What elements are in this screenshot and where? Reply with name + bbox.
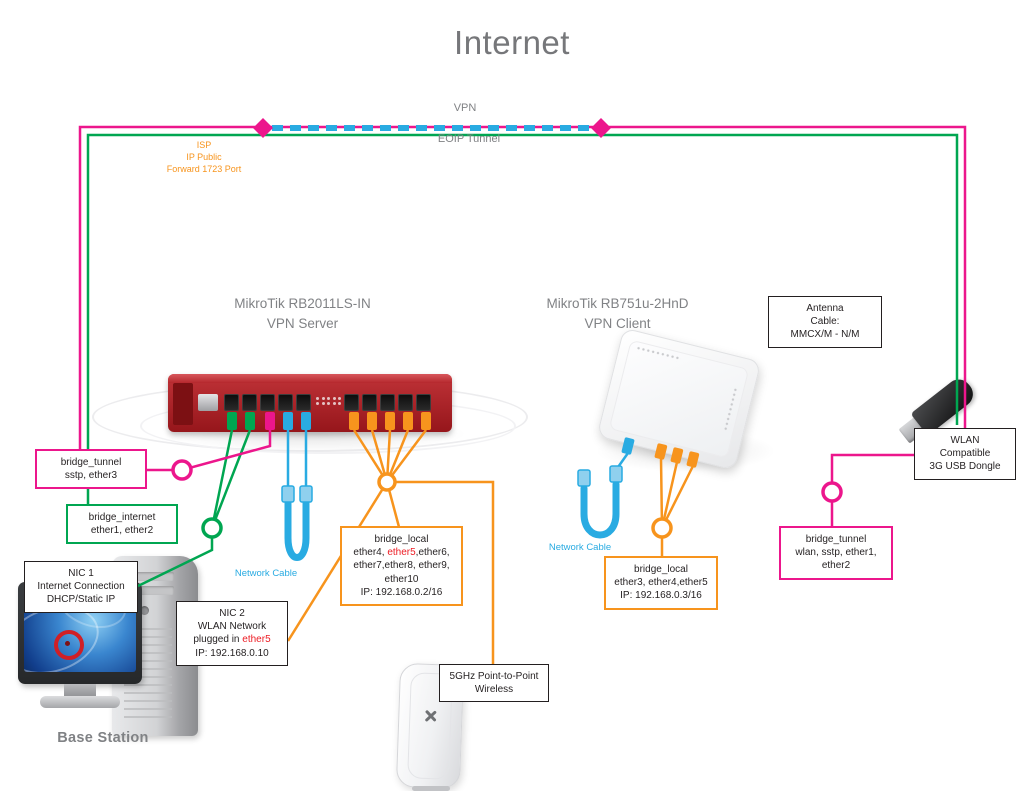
drive-bay <box>122 586 174 595</box>
ethernet-port <box>278 394 293 411</box>
pc-monitor <box>18 582 142 718</box>
ethernet-port <box>242 394 257 411</box>
ethernet-port <box>224 394 239 411</box>
monitor-neck <box>64 684 96 698</box>
client-role: VPN Client <box>584 315 651 331</box>
diagram-title: Internet <box>454 24 570 61</box>
server-model: MikroTik RB2011LS-IN <box>234 296 371 311</box>
vpn-label: VPN <box>453 102 477 114</box>
callout-line: DHCP/Static IP <box>46 594 116 606</box>
isp-line: ISP <box>196 140 212 150</box>
callout-bridge-internet: bridge_internet ether1, ether2 <box>66 504 178 545</box>
connector-node <box>651 517 673 539</box>
callout-line: ether2 <box>821 560 851 572</box>
callout-line: wlan, sstp, ether1, <box>795 547 877 559</box>
monitor-frame <box>18 582 142 684</box>
sfp-port <box>198 394 218 411</box>
callout-line: ether4, ether5,ether6, <box>353 547 450 559</box>
connector-node <box>821 481 843 503</box>
callout-antenna-cable: Antenna Cable: MMCX/M - N/M <box>768 296 882 348</box>
isp-line: Forward 1723 Port <box>166 164 242 175</box>
power-button-graphic <box>140 606 149 615</box>
highlighted-port: ether5 <box>387 547 416 559</box>
callout-line: plugged in ether5 <box>193 634 271 646</box>
callout-line: bridge_local <box>374 534 429 545</box>
callout-line: Cable: <box>810 316 840 328</box>
callout-line: MMCX/M - N/M <box>790 329 860 341</box>
callout-line: Antenna <box>806 303 844 314</box>
screen-target-graphic <box>54 630 84 660</box>
client-model: MikroTik RB751u-2HnD <box>546 296 689 311</box>
callout-bridge-local-client: bridge_local ether3, ether4,ether5 IP: 1… <box>604 556 718 610</box>
ethernet-port <box>344 394 359 411</box>
ethernet-port <box>362 394 377 411</box>
callout-nic1: NIC 1 Internet Connection DHCP/Static IP <box>24 561 138 613</box>
antenna-logo-icon <box>423 709 437 723</box>
callout-line: bridge_internet <box>88 512 156 523</box>
internet-link-green <box>86 133 959 588</box>
callout-bridge-tunnel-client: bridge_tunnel wlan, sstp, ether1, ether2 <box>779 526 893 580</box>
callout-line: NIC 2 <box>219 608 245 619</box>
server-router-label-plate <box>173 383 193 425</box>
tunnel-endpoint-diamond <box>253 118 273 138</box>
ethernet-port <box>296 394 311 411</box>
callout-line: WLAN Network <box>197 621 267 633</box>
callout-line: 3G USB Dongle <box>929 461 1001 473</box>
callout-ptp-wireless: 5GHz Point-to-Point Wireless <box>439 664 549 703</box>
highlighted-port: ether5 <box>242 634 271 646</box>
server-router-top-face <box>168 374 452 383</box>
callout-line: WLAN <box>950 435 980 446</box>
connector-node <box>171 459 193 481</box>
callout-line: Wireless <box>474 684 514 696</box>
server-role: VPN Server <box>266 315 339 331</box>
eoip-tunnel-label: EOIP Tunnel <box>437 133 501 145</box>
server-router-title: MikroTik RB2011LS-IN VPN Server <box>195 294 410 333</box>
callout-line: NIC 1 <box>68 568 94 579</box>
vpn-server-router <box>168 374 452 432</box>
callout-nic2: NIC 2 WLAN Network plugged in ether5 IP:… <box>176 601 288 666</box>
base-station-label: Base Station <box>57 730 149 746</box>
callout-line: IP: 192.168.0.3/16 <box>620 590 702 602</box>
callout-line: ether7,ether8, ether9, <box>353 560 450 572</box>
callout-line: IP: 192.168.0.2/16 <box>360 586 443 598</box>
patch-cable <box>284 496 310 561</box>
server-port-group-2 <box>344 394 431 411</box>
callout-line: ether10 <box>384 573 419 585</box>
server-led-block <box>316 397 342 405</box>
callout-line: bridge_tunnel <box>60 457 122 468</box>
callout-line: IP: 192.168.0.10 <box>195 647 269 659</box>
callout-bridge-local-server: bridge_local ether4, ether5,ether6, ethe… <box>340 526 463 606</box>
network-cable-label-server: Network Cable <box>234 568 298 579</box>
ethernet-port <box>260 394 275 411</box>
tunnel-endpoint-diamond <box>591 118 611 138</box>
network-cable-label-client: Network Cable <box>548 542 612 553</box>
rj45-plug <box>299 485 313 503</box>
connector-node <box>377 472 397 492</box>
callout-line: Internet Connection <box>37 581 125 593</box>
callout-line: ether1, ether2 <box>90 525 154 537</box>
dongle-body <box>910 374 979 436</box>
rj45-plug <box>281 485 295 503</box>
patch-cable <box>580 480 620 539</box>
isp-line: IP Public <box>186 152 222 163</box>
callout-line: bridge_local <box>634 564 688 575</box>
isp-note: ISP IP Public Forward 1723 Port <box>148 139 260 175</box>
callout-line: ether3, ether4,ether5 <box>614 577 708 589</box>
ethernet-port <box>380 394 395 411</box>
callout-line: 5GHz Point-to-Point <box>449 671 539 682</box>
ethernet-port <box>416 394 431 411</box>
callout-usb-dongle: WLAN Compatible 3G USB Dongle <box>914 428 1016 480</box>
ethernet-port <box>398 394 413 411</box>
callout-line: sstp, ether3 <box>64 470 118 482</box>
callout-bridge-tunnel-server: bridge_tunnel sstp, ether3 <box>35 449 147 490</box>
server-port-group-1 <box>224 394 311 411</box>
callout-line: Compatible <box>939 448 991 460</box>
client-router-title: MikroTik RB751u-2HnD VPN Client <box>510 294 725 333</box>
callout-line: bridge_tunnel <box>805 534 867 545</box>
antenna-foot <box>412 786 450 791</box>
monitor-base <box>40 696 120 708</box>
connector-node <box>201 517 223 539</box>
